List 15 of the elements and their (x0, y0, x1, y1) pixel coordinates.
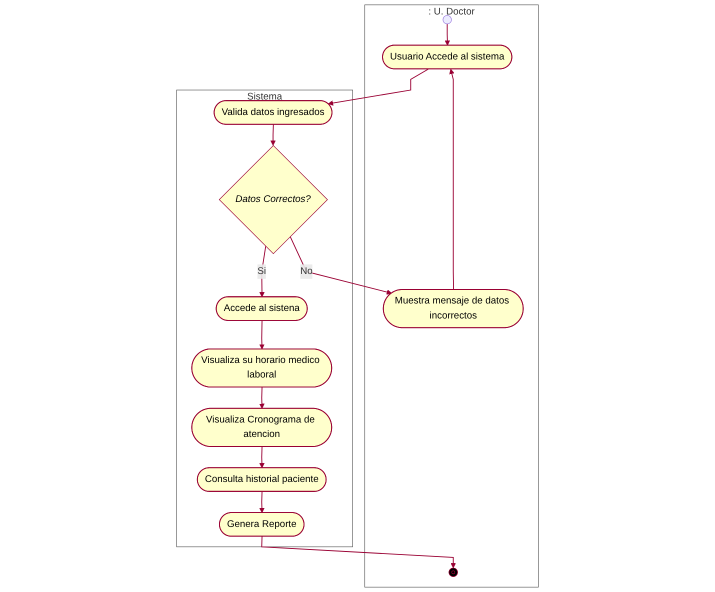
arrow (290, 236, 392, 295)
node-circle (442, 15, 452, 24)
arrow (328, 68, 429, 106)
arrow (259, 446, 265, 468)
arrow (259, 386, 265, 409)
arrow (449, 68, 454, 290)
arrow (444, 24, 450, 46)
arrow (259, 491, 265, 514)
edge-label: No (300, 266, 313, 276)
node-diamond: Datos Correctos? (218, 145, 328, 254)
arrow (259, 320, 265, 350)
arrow (259, 246, 266, 298)
arrow (270, 124, 276, 146)
edge-label: Si (257, 266, 266, 276)
arrow (261, 536, 456, 568)
